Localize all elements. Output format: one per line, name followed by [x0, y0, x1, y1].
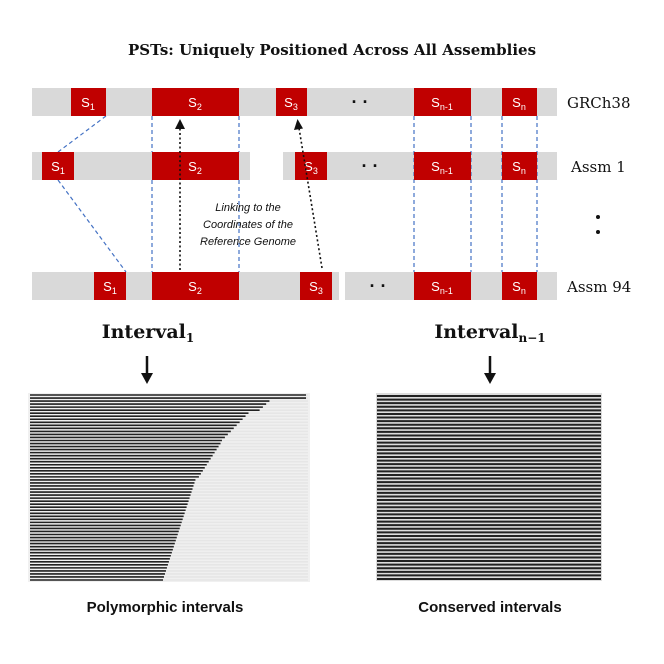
assembly-label-grch38: GRCh38 — [567, 94, 631, 112]
label-s2: S2 — [188, 279, 202, 296]
label-sn1: Sn-1 — [431, 279, 453, 296]
reference-arrows — [179, 127, 323, 270]
assembly-label-assm1: Assm 1 — [570, 158, 626, 176]
segment-sn1 — [414, 88, 471, 116]
conserved-lines — [377, 395, 601, 580]
label-s3: S3 — [304, 159, 318, 176]
segment-sn — [502, 272, 537, 300]
ellipsis-dots: · · · · · · — [352, 92, 387, 296]
vertical-dot — [596, 215, 600, 219]
segment-sn — [502, 152, 537, 180]
annotation-line-1: Linking to the — [215, 202, 280, 214]
segment-s3 — [295, 152, 327, 180]
label-sn: Sn — [512, 159, 526, 176]
diagram-title: PSTs: Uniquely Positioned Across All Ass… — [128, 41, 536, 59]
ellipsis-assm1: · · — [362, 156, 379, 176]
segment-s1 — [71, 88, 106, 116]
tracks — [32, 88, 557, 300]
link-s1-assm1-assm94 — [57, 179, 127, 273]
caption-polymorphic: Polymorphic intervals — [87, 599, 244, 616]
label-s1: S1 — [81, 95, 95, 112]
arrow-s3-up — [298, 127, 323, 269]
segments-assm1 — [42, 152, 537, 180]
assembly-label-assm94: Assm 94 — [566, 278, 631, 296]
label-s1: S1 — [103, 279, 117, 296]
ellipsis-grch38: · · — [352, 92, 369, 112]
segment-s1 — [42, 152, 74, 180]
assembly-labels: GRCh38 Assm 1 Assm 94 — [566, 94, 631, 296]
label-sn: Sn — [512, 95, 526, 112]
label-s3: S3 — [284, 95, 298, 112]
vertical-dot — [596, 230, 600, 234]
polymorphic-panel-bg — [28, 393, 310, 582]
segment-sn1 — [414, 152, 471, 180]
annotation-line-2: Coordinates of the — [203, 219, 293, 231]
label-s2: S2 — [188, 95, 202, 112]
conserved-panel — [376, 393, 602, 581]
arrow-heads — [175, 119, 303, 130]
annotation: Linking to the Coordinates of the Refere… — [200, 202, 296, 248]
segment-s2 — [152, 272, 239, 300]
interval-left-label: Interval1 — [102, 321, 195, 345]
link-lines — [57, 115, 538, 273]
segment-labels: S1 S2 S3 Sn-1 Sn S1 S2 S3 Sn-1 Sn S1 S2 … — [51, 95, 526, 296]
down-arrow-icon — [484, 373, 496, 384]
label-sn1: Sn-1 — [431, 159, 453, 176]
segments-grch38 — [71, 88, 537, 116]
down-arrows — [141, 356, 496, 384]
segments-assm94 — [94, 272, 537, 300]
segment-sn1 — [414, 272, 471, 300]
segment-s1 — [94, 272, 126, 300]
ellipsis-assm94: · · — [370, 276, 387, 296]
label-sn1: Sn-1 — [431, 95, 453, 112]
segment-sn — [502, 88, 537, 116]
segment-s2 — [152, 152, 239, 180]
polymorphic-lines — [30, 394, 308, 581]
segment-s3 — [276, 88, 307, 116]
arrowhead-icon — [294, 119, 303, 130]
label-s1: S1 — [51, 159, 65, 176]
arrowhead-icon — [175, 119, 185, 129]
segment-s2 — [152, 88, 239, 116]
link-s1-grch38-assm1 — [57, 115, 107, 153]
segment-s3 — [300, 272, 332, 300]
polymorphic-panel — [28, 393, 310, 582]
annotation-line-3: Reference Genome — [200, 236, 296, 248]
interval-right-label: Intervaln−1 — [434, 321, 545, 345]
label-sn: Sn — [512, 279, 526, 296]
label-s3: S3 — [309, 279, 323, 296]
label-s2: S2 — [188, 159, 202, 176]
vertical-ellipsis — [596, 215, 600, 234]
down-arrow-icon — [141, 373, 153, 384]
caption-conserved: Conserved intervals — [418, 599, 561, 616]
